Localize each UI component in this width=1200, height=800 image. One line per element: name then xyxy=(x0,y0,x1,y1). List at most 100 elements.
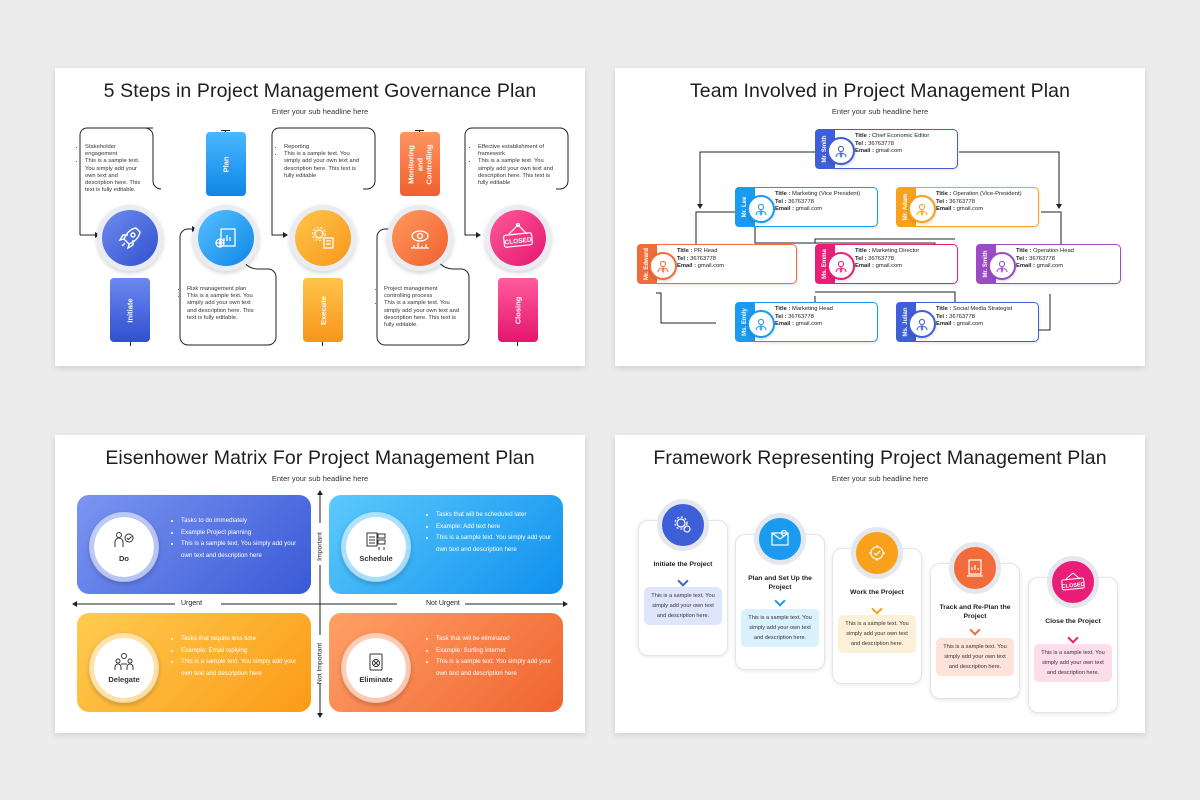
slide-subtitle: Enter your sub headline here xyxy=(831,107,929,116)
member-details: Title : Marketing (Vice President)Tel : … xyxy=(755,187,878,227)
step-circle xyxy=(949,542,1001,594)
step-initiate-label[interactable]: Initiate xyxy=(110,278,150,342)
chevron-down-icon xyxy=(774,595,786,607)
avatar-icon xyxy=(908,310,936,338)
schedule-label: Schedule xyxy=(359,554,393,563)
step-monitoring-label[interactable]: Monitoring and Controlling xyxy=(400,132,440,196)
member-email: gmail.com xyxy=(956,321,984,327)
monitoring-icon xyxy=(411,230,429,249)
step-closing-label[interactable]: Closing xyxy=(498,278,538,342)
member-email: gmail.com xyxy=(956,206,984,212)
avatar-icon xyxy=(988,252,1016,280)
quadrant-schedule[interactable]: Schedule Tasks that will be scheduled la… xyxy=(329,495,563,594)
step-icon xyxy=(869,545,885,561)
slide-subtitle: Enter your sub headline here xyxy=(271,474,369,483)
step-label: Plan and Set Up the Project xyxy=(748,575,812,591)
schedule-list: Tasks that will be scheduled laterExampl… xyxy=(427,509,552,555)
step-description: This is a sample text. You simply add yo… xyxy=(1034,644,1112,682)
member-email: gmail.com xyxy=(875,148,903,154)
step-execute-circle[interactable] xyxy=(290,205,356,271)
step-icon xyxy=(771,529,789,546)
step-closing-circle[interactable]: CLOSED xyxy=(485,205,551,271)
member-title: Operation (Vice-President) xyxy=(952,191,1022,197)
step-plan-label[interactable]: Plan xyxy=(206,132,246,196)
step-label: Work the Project xyxy=(850,589,904,596)
step-description: This is a sample text. You simply add yo… xyxy=(936,638,1014,676)
slide-team[interactable]: Team Involved in Project Management Plan… xyxy=(615,68,1145,366)
org-connectors xyxy=(656,151,1062,331)
avatar-icon xyxy=(747,310,775,338)
delegate-badge: Delegate xyxy=(89,633,159,703)
eliminate-doc-icon xyxy=(369,653,383,671)
note-stakeholder: Stakeholder engagementThis is a sample t… xyxy=(77,144,147,194)
checklist-person-icon xyxy=(114,532,134,547)
avatar-icon xyxy=(649,252,677,280)
step-description: This is a sample text. You simply add yo… xyxy=(644,587,722,625)
avatar-icon xyxy=(827,137,855,165)
member-tel: 36763778 xyxy=(1029,255,1055,262)
step-icon xyxy=(967,559,983,577)
closed-sign-text: CLOSED xyxy=(504,237,532,247)
member-title: Social Media Strategist xyxy=(952,306,1013,312)
schedule-icon xyxy=(366,532,386,550)
matrix-axes xyxy=(72,490,568,718)
member-tel: 36763778 xyxy=(788,313,814,320)
member-title: Marketing Director xyxy=(871,248,920,254)
member-title: Marketing (Vice President) xyxy=(791,191,861,197)
do-list: Tasks to do immediatelyExample Project p… xyxy=(172,515,297,561)
step-execute-label[interactable]: Execute xyxy=(303,278,343,342)
avatar-icon xyxy=(747,195,775,223)
slide-governance-plan[interactable]: 5 Steps in Project Management Governance… xyxy=(55,68,585,366)
plan-chart-icon xyxy=(215,228,236,248)
note-controlling: Project management controlling processTh… xyxy=(376,286,460,329)
step-label: Close the Project xyxy=(1045,618,1101,625)
do-label: Do xyxy=(119,554,129,563)
closed-sign-icon: CLOSED xyxy=(1061,572,1085,591)
schedule-badge: Schedule xyxy=(341,512,411,582)
step-description: This is a sample text. You simply add yo… xyxy=(838,615,916,653)
step-label: Track and Re-Plan the Project xyxy=(939,604,1011,620)
chevron-down-icon xyxy=(1067,632,1079,644)
quadrant-eliminate[interactable]: Eliminate Task that will be eliminatedEx… xyxy=(329,613,563,712)
slide-framework[interactable]: Framework Representing Project Managemen… xyxy=(615,435,1145,733)
step-plan-circle[interactable] xyxy=(193,205,259,271)
slide-subtitle: Enter your sub headline here xyxy=(271,107,369,116)
step-circle xyxy=(851,527,903,579)
member-details: Title : Operation (Vice-President)Tel : … xyxy=(916,187,1039,227)
chevron-down-icon xyxy=(969,624,981,636)
note-reporting: ReportingThis is a sample text. You simp… xyxy=(276,144,360,180)
quadrant-delegate[interactable]: Delegate Tasks that require less timeExa… xyxy=(77,613,311,712)
step-circle: CLOSED xyxy=(1047,556,1099,608)
slide-title: 5 Steps in Project Management Governance… xyxy=(103,80,537,102)
gears-icon xyxy=(311,226,334,249)
member-title: Operation Head xyxy=(1032,248,1074,254)
step-circle xyxy=(754,513,806,565)
step-monitoring-circle[interactable] xyxy=(387,205,453,271)
avatar-icon xyxy=(827,252,855,280)
quadrant-do[interactable]: Do Tasks to do immediatelyExample Projec… xyxy=(77,495,311,594)
member-tel: 36763778 xyxy=(949,198,975,205)
member-email: gmail.com xyxy=(875,263,903,269)
slide-eisenhower[interactable]: Eisenhower Matrix For Project Management… xyxy=(55,435,585,733)
step-initiate-circle[interactable] xyxy=(97,205,163,271)
slide-title: Team Involved in Project Management Plan xyxy=(689,80,1071,102)
member-title: Chief Economic Editor xyxy=(871,133,930,139)
